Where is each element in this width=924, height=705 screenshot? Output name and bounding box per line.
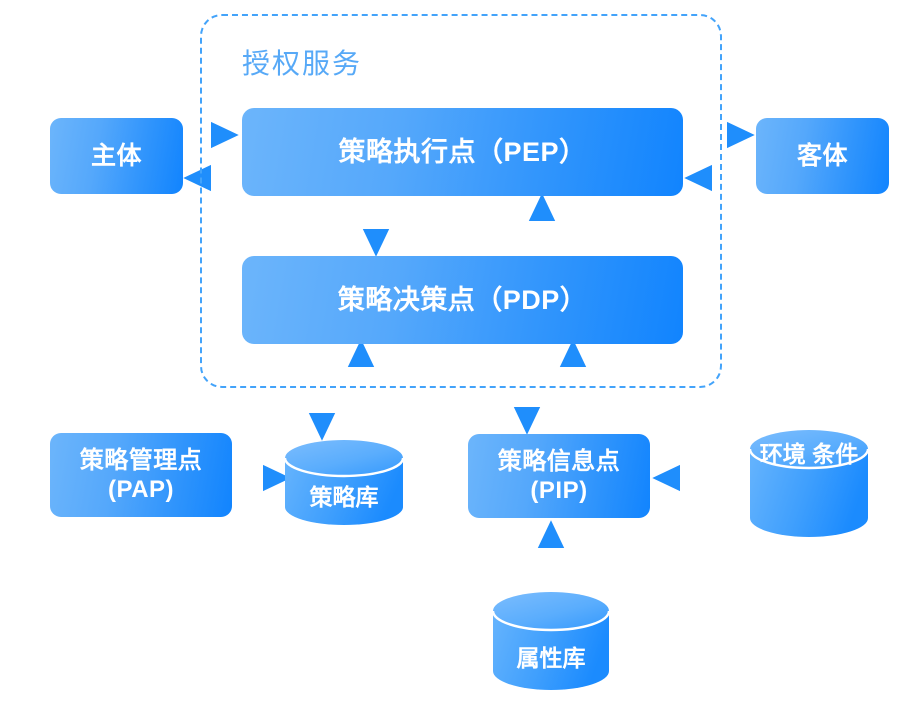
node-subject[interactable]: 主体	[50, 118, 183, 194]
authorization-service-zone	[200, 14, 722, 388]
node-object[interactable]: 客体	[756, 118, 889, 194]
node-pip-label-line2: (PIP)	[530, 477, 588, 504]
cylinder-policy-db	[283, 440, 405, 525]
node-pip-label-line1: 策略信息点	[497, 447, 621, 475]
node-pdp[interactable]: 策略决策点（PDP）	[242, 256, 683, 344]
cylinder-attribute-db-label: 属性库	[516, 645, 586, 671]
cylinder-attribute-db	[491, 592, 611, 690]
node-pdp-label: 策略决策点（PDP）	[337, 284, 588, 315]
node-subject-label: 主体	[90, 141, 142, 170]
node-pap-label-line2: (PAP)	[107, 476, 175, 503]
node-pep-label: 策略执行点（PEP）	[338, 136, 587, 167]
node-pip[interactable]: 策略信息点 (PIP)	[468, 434, 650, 518]
cylinder-policy-db-label: 策略库	[309, 484, 379, 510]
authorization-service-title: 授权服务	[242, 48, 363, 79]
node-object-label: 客体	[796, 141, 848, 170]
cylinder-environment-label-line1: 环境	[759, 441, 806, 467]
node-pap[interactable]: 策略管理点 (PAP)	[50, 433, 232, 517]
node-pap-label-line1: 策略管理点	[79, 446, 203, 474]
cylinder-environment-label-line2: 条件	[812, 441, 859, 467]
cylinder-environment-label: 环境 条件	[750, 441, 868, 468]
node-pep[interactable]: 策略执行点（PEP）	[242, 108, 683, 196]
cylinder-environment	[748, 430, 870, 537]
